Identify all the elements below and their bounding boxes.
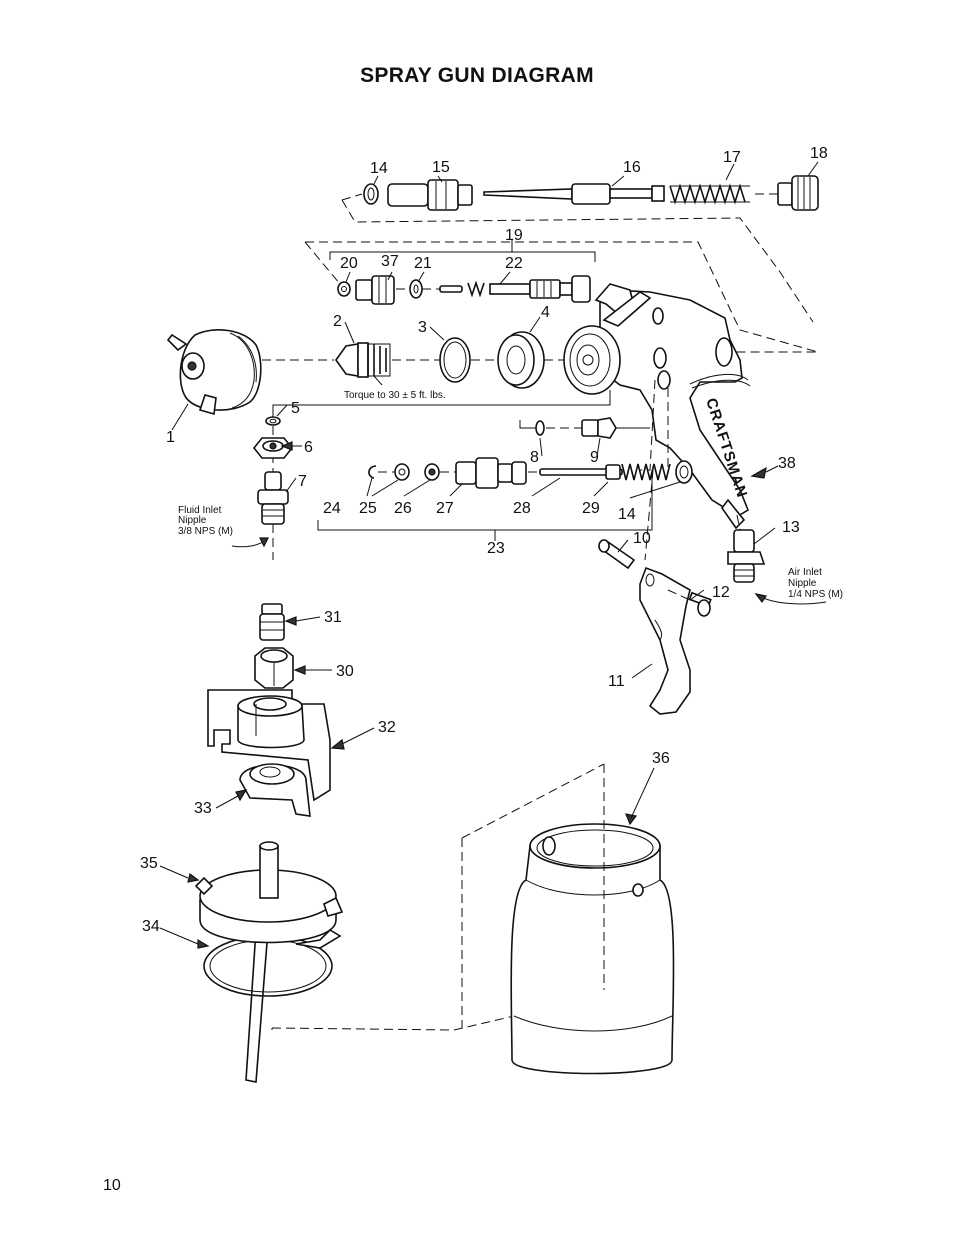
callout-27: 27 bbox=[436, 500, 454, 517]
callout-3: 3 bbox=[418, 319, 427, 336]
part-14-gasket bbox=[363, 183, 379, 205]
part-38-gun-body: CRAFTSMAN bbox=[563, 283, 751, 530]
callout-7: 7 bbox=[298, 473, 307, 490]
part-22-air-valve-assembly bbox=[396, 275, 591, 303]
callout-4: 4 bbox=[541, 304, 550, 321]
callout-18: 18 bbox=[810, 145, 828, 162]
air-inlet-note-line-2: Nipple bbox=[788, 578, 817, 589]
part-7-fluid-inlet-nipple bbox=[257, 471, 297, 525]
part-11-trigger bbox=[639, 566, 691, 715]
callout-32: 32 bbox=[378, 719, 396, 736]
part-16-needle bbox=[483, 183, 665, 205]
callout-38: 38 bbox=[778, 455, 796, 472]
part-2-fluid-tip bbox=[335, 321, 391, 386]
page-number: 10 bbox=[103, 1177, 121, 1194]
part-37-packing-nut bbox=[355, 275, 395, 305]
callout-8: 8 bbox=[530, 449, 539, 466]
torque-note: Torque to 30 ± 5 ft. lbs. bbox=[344, 390, 446, 401]
callout-16: 16 bbox=[623, 159, 641, 176]
part-1-air-cap bbox=[166, 329, 262, 431]
callout-24: 24 bbox=[323, 500, 341, 517]
air-inlet-note-line-1: Air Inlet bbox=[788, 567, 822, 578]
part-30-nut bbox=[254, 647, 294, 689]
callout-17: 17 bbox=[723, 149, 741, 166]
callout-28: 28 bbox=[513, 500, 531, 517]
callout-31: 31 bbox=[324, 609, 342, 626]
callout-15: 15 bbox=[432, 159, 450, 176]
callout-2: 2 bbox=[333, 313, 342, 330]
part-5-gasket bbox=[265, 416, 281, 426]
part-14b-gasket bbox=[675, 460, 693, 484]
callout-9: 9 bbox=[590, 449, 599, 466]
callout-12: 12 bbox=[712, 584, 730, 601]
part-15-nut bbox=[387, 179, 473, 211]
callout-14-top: 14 bbox=[370, 160, 388, 177]
callout-21: 21 bbox=[414, 255, 432, 272]
part-13-air-inlet-nipple bbox=[727, 529, 766, 583]
part-25-washer bbox=[394, 463, 410, 481]
callout-20: 20 bbox=[340, 255, 358, 272]
part-27-valve-body bbox=[455, 457, 527, 489]
callout-36: 36 bbox=[652, 750, 670, 767]
fluid-inlet-note-line-1: Fluid Inlet bbox=[178, 505, 222, 516]
part-31-nipple bbox=[259, 603, 285, 641]
callout-35: 35 bbox=[140, 855, 158, 872]
part-17-spring bbox=[669, 183, 750, 205]
part-9-fitting bbox=[581, 417, 650, 439]
part-32-yoke bbox=[207, 689, 331, 802]
callout-5: 5 bbox=[291, 400, 300, 417]
fluid-inlet-note-line-2: Nipple bbox=[178, 515, 207, 526]
page-title: SPRAY GUN DIAGRAM bbox=[360, 64, 594, 87]
part-28-valve-stem bbox=[528, 464, 623, 480]
callout-1: 1 bbox=[166, 429, 175, 446]
callout-6: 6 bbox=[304, 439, 313, 456]
part-35-cup-lid bbox=[194, 841, 344, 1083]
part-10-trigger-pin bbox=[598, 539, 636, 570]
part-4-baffle bbox=[497, 316, 545, 389]
part-24-clip bbox=[368, 465, 394, 479]
callout-10: 10 bbox=[633, 530, 651, 547]
callout-26: 26 bbox=[394, 500, 412, 517]
part-29-spring bbox=[621, 463, 671, 481]
callout-19: 19 bbox=[505, 227, 523, 244]
callout-14-bottom: 14 bbox=[618, 506, 636, 523]
callout-13: 13 bbox=[782, 519, 800, 536]
part-8-plug bbox=[535, 420, 582, 436]
callout-33: 33 bbox=[194, 800, 212, 817]
callout-34: 34 bbox=[142, 918, 160, 935]
callout-25: 25 bbox=[359, 500, 377, 517]
part-34-gasket bbox=[203, 935, 333, 997]
callout-11: 11 bbox=[608, 673, 625, 690]
callout-23: 23 bbox=[487, 540, 505, 557]
callout-37: 37 bbox=[381, 253, 399, 270]
fluid-inlet-note-line-3: 3/8 NPS (M) bbox=[178, 526, 233, 537]
air-inlet-note-line-3: 1/4 NPS (M) bbox=[788, 589, 843, 600]
part-18-adjusting-knob bbox=[755, 175, 819, 211]
part-36-cup bbox=[510, 823, 675, 1075]
callout-22: 22 bbox=[505, 255, 523, 272]
part-33-cam bbox=[239, 763, 311, 817]
callout-29: 29 bbox=[582, 500, 600, 517]
part-26-packing bbox=[424, 463, 456, 481]
part-21-packing bbox=[409, 279, 423, 299]
callout-30: 30 bbox=[336, 663, 354, 680]
part-3-gasket bbox=[429, 326, 471, 383]
part-20-seal bbox=[337, 281, 351, 297]
